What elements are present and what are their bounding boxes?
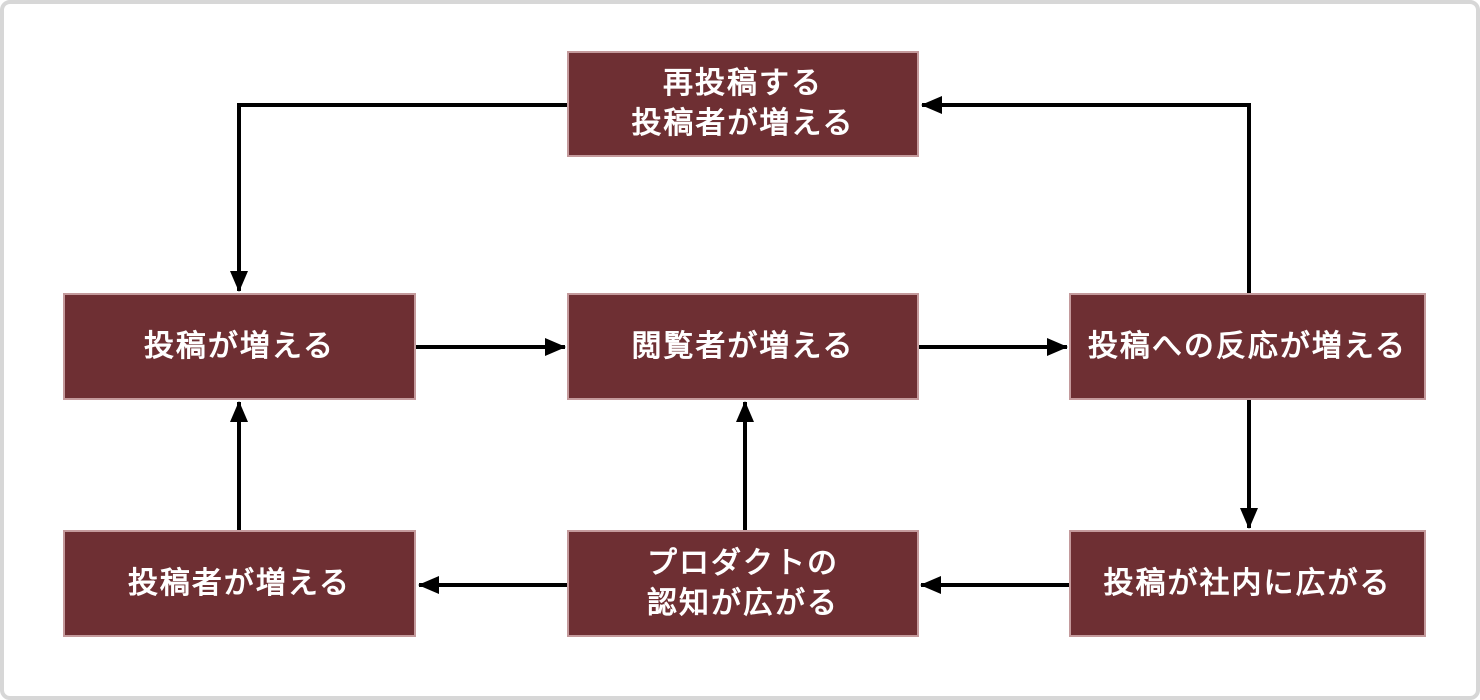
node-posts-spread-internally: 投稿が社内に広がる — [1069, 530, 1426, 637]
node-label: プロダクトの 認知が広がる — [647, 545, 839, 621]
arrow-reactions-to-repost — [921, 96, 1251, 293]
node-label: 閲覧者が増える — [631, 328, 855, 364]
node-label: 再投稿する 投稿者が増える — [631, 66, 855, 141]
node-label: 投稿者が増える — [127, 565, 352, 601]
node-repost-posters-increase: 再投稿する 投稿者が増える — [567, 51, 919, 157]
node-label: 投稿が増える — [143, 328, 336, 364]
node-viewers-increase: 閲覧者が増える — [567, 293, 919, 400]
node-reactions-increase: 投稿への反応が増える — [1069, 293, 1426, 400]
node-label: 投稿が社内に広がる — [1103, 565, 1392, 601]
node-label: 投稿への反応が増える — [1087, 328, 1408, 364]
node-posts-increase: 投稿が増える — [63, 293, 416, 400]
node-product-awareness-spreads: プロダクトの 認知が広がる — [567, 530, 919, 637]
node-posters-increase: 投稿者が増える — [63, 530, 416, 637]
arrow-repost-to-posts — [230, 103, 567, 292]
